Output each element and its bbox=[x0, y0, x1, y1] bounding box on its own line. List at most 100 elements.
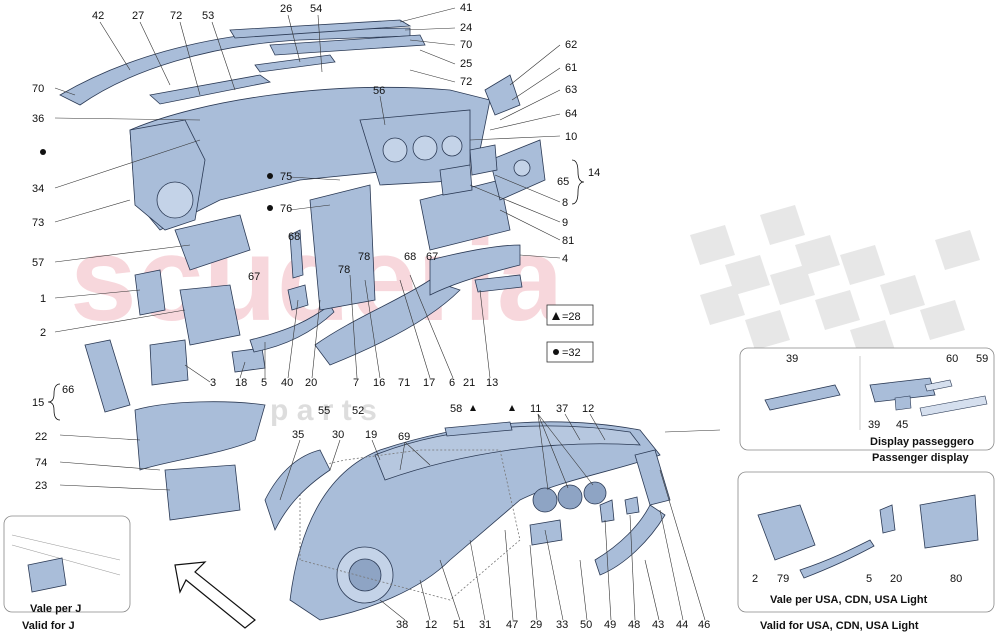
label-46: 46 bbox=[698, 619, 710, 631]
label-25: 25 bbox=[460, 58, 472, 70]
label-9: 9 bbox=[562, 217, 568, 229]
lower-cover-7 bbox=[314, 279, 461, 366]
label-23: 23 bbox=[35, 480, 47, 492]
label-68: 68 bbox=[404, 251, 416, 263]
bracket-2 bbox=[179, 284, 241, 346]
label-12: 12 bbox=[582, 403, 594, 415]
label-78: 78 bbox=[338, 264, 350, 276]
inset-label-2: 2 bbox=[752, 573, 758, 585]
label-54: 54 bbox=[310, 3, 322, 15]
bracket-8 bbox=[469, 144, 498, 176]
label-24: 24 bbox=[460, 22, 472, 34]
label-73: 73 bbox=[32, 217, 44, 229]
bracket-40 bbox=[287, 284, 309, 311]
label-62: 62 bbox=[565, 39, 577, 51]
label-36: 36 bbox=[32, 113, 44, 125]
circle-marker-icon bbox=[267, 205, 273, 211]
strip-58 bbox=[444, 421, 513, 437]
circle-marker-icon bbox=[553, 349, 559, 355]
label-50: 50 bbox=[580, 619, 592, 631]
label-27: 27 bbox=[132, 10, 144, 22]
caption-j-en: Valid for J bbox=[22, 620, 75, 632]
clip-48 bbox=[624, 496, 640, 515]
caption-display-en: Passenger display bbox=[872, 452, 969, 464]
label-4: 4 bbox=[562, 253, 568, 265]
vent-11b bbox=[557, 484, 583, 510]
label-18: 18 bbox=[235, 377, 247, 389]
label-57: 57 bbox=[32, 257, 44, 269]
inset-label-60: 60 bbox=[946, 353, 958, 365]
label-43: 43 bbox=[652, 619, 664, 631]
label-44: 44 bbox=[676, 619, 688, 631]
inset-label-20: 20 bbox=[890, 573, 902, 585]
legend-circle-value: =32 bbox=[562, 347, 581, 359]
top-trim-strip-24 bbox=[229, 19, 412, 39]
label-76: 76 bbox=[280, 203, 292, 215]
label-35: 35 bbox=[292, 429, 304, 441]
label-38: 38 bbox=[396, 619, 408, 631]
label-29: 29 bbox=[530, 619, 542, 631]
inset-japan: Vale per J bbox=[3, 515, 131, 615]
label-12: 12 bbox=[425, 619, 437, 631]
label-17: 17 bbox=[423, 377, 435, 389]
label-2: 2 bbox=[40, 327, 46, 339]
inset-usa: 2 79 5 20 80 Vale per USA, CDN, USA Ligh… bbox=[737, 471, 995, 613]
brace-14 bbox=[571, 159, 585, 205]
parts-group bbox=[59, 19, 671, 621]
label-30: 30 bbox=[332, 429, 344, 441]
bracket-68 bbox=[289, 229, 304, 279]
label-72: 72 bbox=[460, 76, 472, 88]
label-3: 3 bbox=[210, 377, 216, 389]
legend: =28 =32 bbox=[546, 304, 594, 363]
label-7: 7 bbox=[353, 377, 359, 389]
label-74: 74 bbox=[35, 457, 47, 469]
bracket-3 bbox=[149, 339, 189, 386]
label-20: 20 bbox=[305, 377, 317, 389]
legend-triangle-value: =28 bbox=[562, 311, 581, 323]
label-15: 15 bbox=[32, 397, 44, 409]
direction-arrow-icon bbox=[174, 561, 256, 629]
inset-label-59: 59 bbox=[976, 353, 988, 365]
label-5: 5 bbox=[261, 377, 267, 389]
label-40: 40 bbox=[281, 377, 293, 389]
label-22: 22 bbox=[35, 431, 47, 443]
label-6: 6 bbox=[449, 377, 455, 389]
label-1: 1 bbox=[40, 293, 46, 305]
label-33: 33 bbox=[556, 619, 568, 631]
label-10: 10 bbox=[565, 131, 577, 143]
label-58: 58 bbox=[450, 403, 462, 415]
support-20 bbox=[309, 184, 376, 311]
bracket-1 bbox=[134, 269, 166, 316]
duct-5 bbox=[249, 304, 335, 353]
caption-display-it: Display passeggero bbox=[870, 436, 974, 448]
legend-circle-box bbox=[546, 341, 594, 363]
glovebox-frame-22 bbox=[134, 401, 266, 471]
inset-label-79: 79 bbox=[777, 573, 789, 585]
inset-label-39: 39 bbox=[786, 353, 798, 365]
defroster-grille-27 bbox=[149, 74, 271, 105]
cover-62 bbox=[484, 74, 521, 116]
label-67: 67 bbox=[426, 251, 438, 263]
label-64: 64 bbox=[565, 108, 577, 120]
label-11: 11 bbox=[530, 403, 541, 415]
vent-11c bbox=[583, 481, 607, 505]
caption-usa-en: Valid for USA, CDN, USA Light bbox=[760, 620, 919, 632]
circle-marker-icon bbox=[40, 149, 46, 155]
bracket-18 bbox=[231, 347, 266, 373]
side-panel-35 bbox=[264, 449, 331, 532]
triangle-marker-icon bbox=[470, 405, 476, 411]
label-31: 31 bbox=[479, 619, 491, 631]
part-labels: 42 27 72 53 26 54 41 24 70 25 72 62 61 6… bbox=[32, 2, 710, 631]
label-41: 41 bbox=[460, 2, 472, 14]
inset-label-39b: 39 bbox=[868, 419, 880, 431]
upper-cover-25 bbox=[269, 34, 426, 56]
label-72: 72 bbox=[170, 10, 182, 22]
label-26: 26 bbox=[280, 3, 292, 15]
inset-passenger-display: 39 60 59 39 45 Display passeggero bbox=[739, 347, 995, 451]
label-56: 56 bbox=[373, 85, 385, 97]
label-14: 14 bbox=[588, 167, 600, 179]
circle-marker-icon bbox=[267, 173, 273, 179]
label-8: 8 bbox=[562, 197, 568, 209]
label-78: 78 bbox=[358, 251, 370, 263]
vent-11a bbox=[532, 487, 558, 513]
